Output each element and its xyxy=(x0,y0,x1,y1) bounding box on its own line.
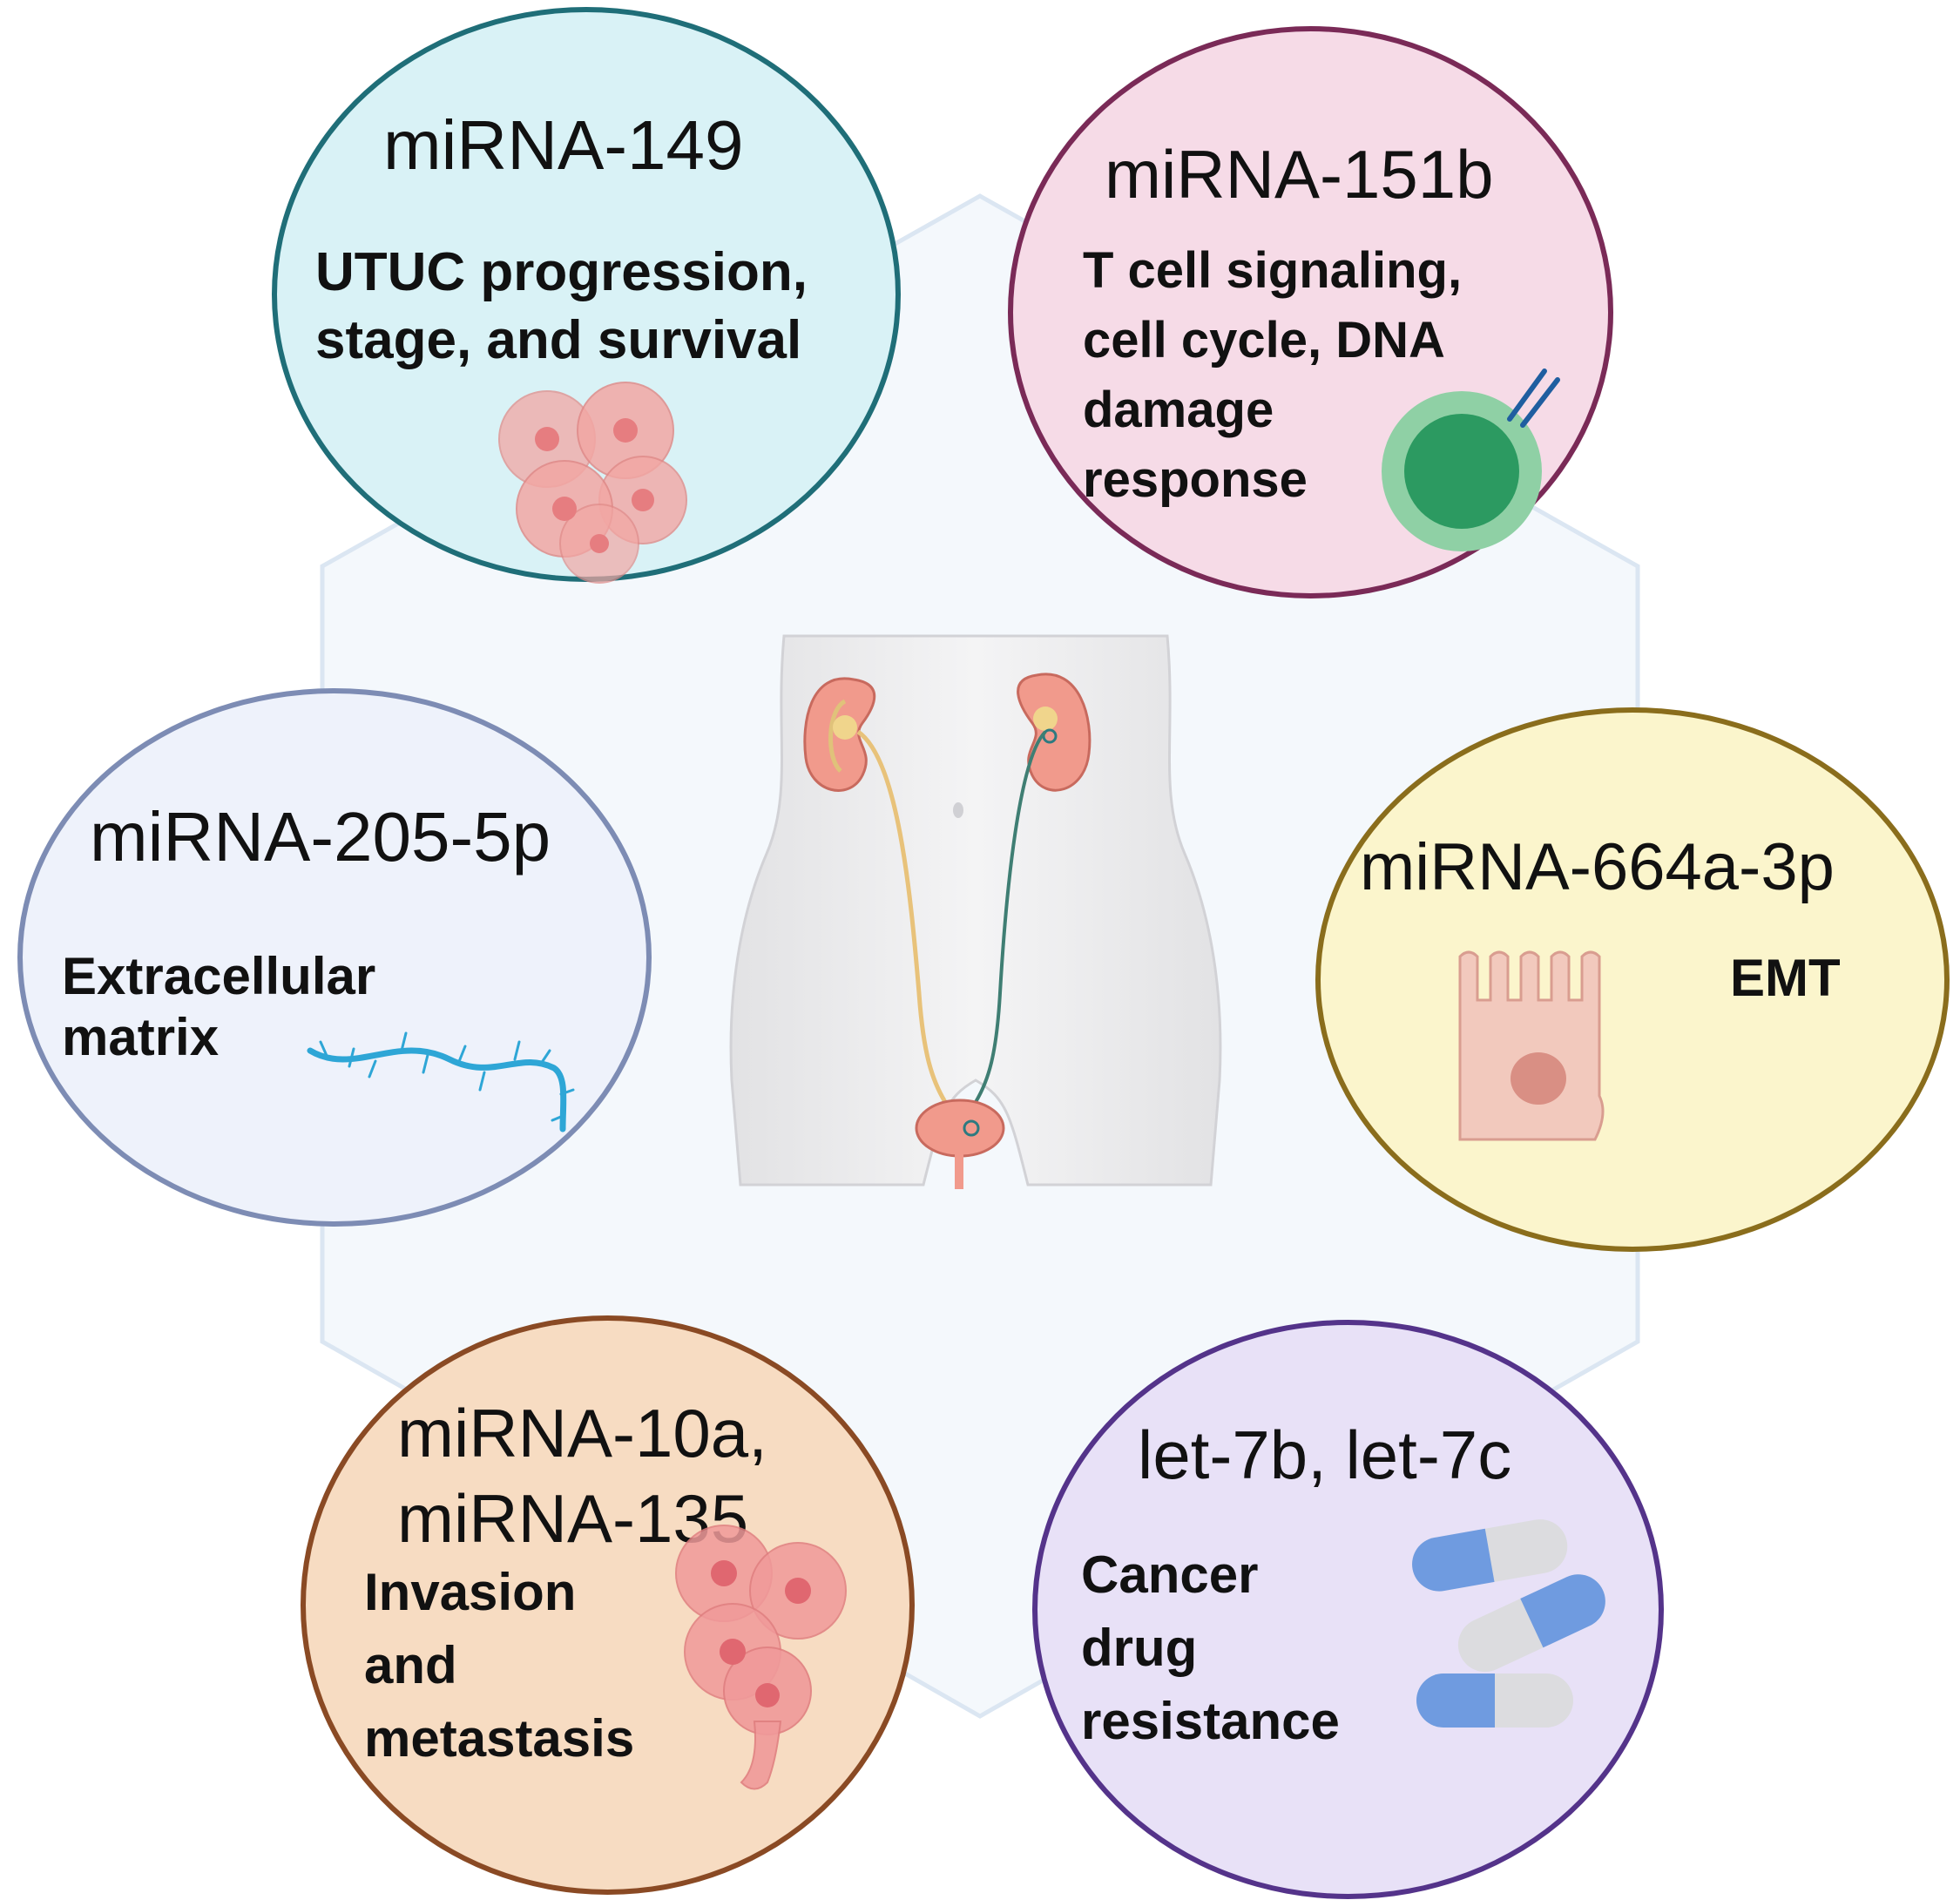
bubble-let-7b-7c: let-7b, let-7c Cancer drug resistance xyxy=(1032,1320,1664,1899)
bubble-description: EMT xyxy=(1730,949,1841,1007)
bubble-description: Cancer drug resistance xyxy=(1081,1545,1340,1750)
urinary-system-icon xyxy=(729,634,1222,1189)
capsules-icon xyxy=(1412,1519,1605,1728)
bubble-title: let-7b, let-7c xyxy=(1138,1417,1512,1493)
bubble-description: Invasion and metastasis xyxy=(364,1563,635,1768)
bubble-description: UTUC progression, stage, and survival xyxy=(315,242,808,370)
bubble-mirna-205-5p: miRNA-205-5p Extracellular matrix xyxy=(17,688,652,1227)
bubble-description: Extracellular matrix xyxy=(62,947,376,1066)
bubble-title: miRNA-151b xyxy=(1105,136,1494,213)
left-kidney-icon xyxy=(803,677,876,792)
metastatic-cells-icon xyxy=(675,1525,847,1790)
bubble-mirna-664a-3p: miRNA-664a-3p EMT xyxy=(1315,707,1950,1252)
bladder-icon xyxy=(915,1099,1005,1189)
bubble-description: T cell signaling, cell cycle, DNA damage… xyxy=(1083,242,1463,508)
bubble-mirna-149: miRNA-149 UTUC progression, stage, and s… xyxy=(272,7,901,584)
epithelial-cell-icon xyxy=(1458,950,1605,1141)
tumor-cells-icon xyxy=(498,382,687,584)
bubble-title: miRNA-149 xyxy=(383,106,744,184)
bubble-mirna-10a-135: miRNA-10a, miRNA-135 Invasion and metast… xyxy=(301,1315,915,1895)
t-cell-icon xyxy=(1382,369,1560,551)
collagen-fiber-icon xyxy=(307,1031,575,1133)
bubble-title: miRNA-664a-3p xyxy=(1360,830,1835,904)
bubble-title: miRNA-10a, miRNA-135 xyxy=(397,1395,767,1557)
bubble-mirna-151b: miRNA-151b T cell signaling, cell cycle,… xyxy=(1008,26,1613,598)
bubble-title: miRNA-205-5p xyxy=(90,798,551,876)
